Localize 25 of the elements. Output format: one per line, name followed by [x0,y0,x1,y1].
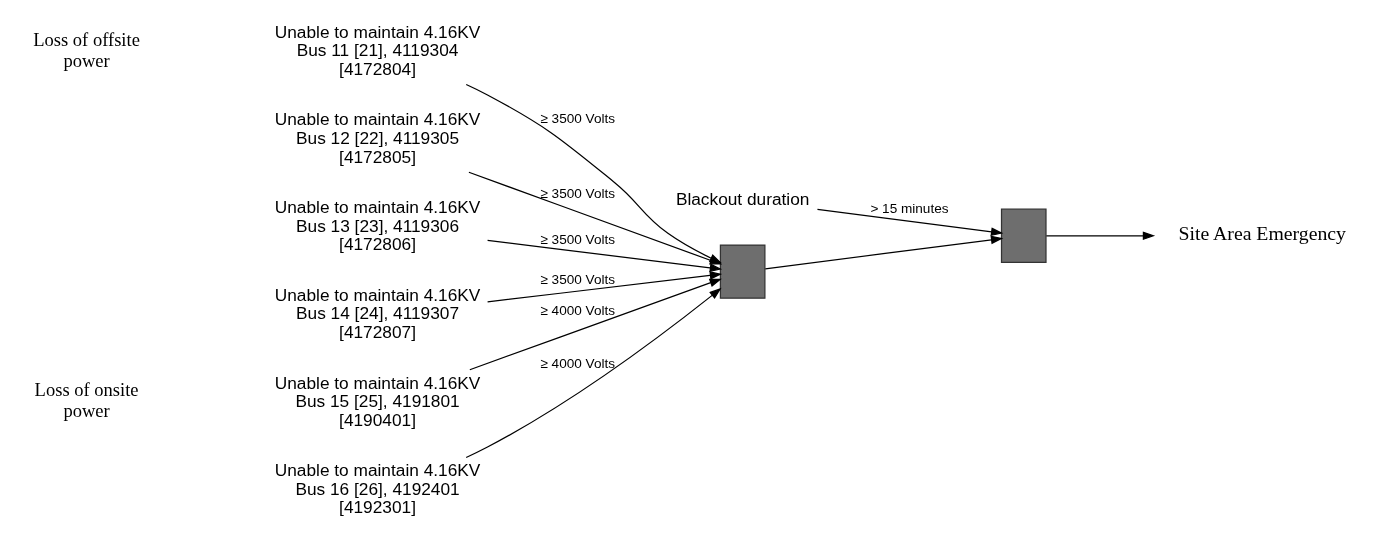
node-text: Site Area Emergency [1178,222,1346,245]
label: Loss of onsite power [34,379,139,422]
arrow [465,287,722,459]
arrow [486,271,723,303]
node-text: Unable to maintain 4.16KV Bus 16 [26], 4192401 [4192301] [274,460,481,518]
node-box [1000,208,1047,263]
node-box [719,244,766,299]
edge-label: ≥ 3500 Volts [540,271,616,287]
arrow [1045,231,1156,241]
node-text: Unable to maintain 4.16KV Bus 15 [25], 4191801 [4190401] [274,372,481,430]
arrow [469,278,722,371]
arrow [816,208,1004,237]
arrow [764,235,1004,270]
edge-label: ≥ 4000 Volts [540,355,616,371]
edge-label: ≥ 4000 Volts [540,302,616,318]
node-text: Blackout duration [675,188,810,209]
edge-label: ≥ 3500 Volts [540,232,616,248]
node-text: Unable to maintain 4.16KV Bus 11 [21], 4119304 [4172804] [274,21,481,79]
edge-label: ≥ 3500 Volts [540,111,616,127]
edge-label: > 15 minutes [870,201,949,217]
label: Loss of offsite power [33,28,140,71]
edge-label: ≥ 3500 Volts [540,186,616,202]
node-text: Unable to maintain 4.16KV Bus 14 [24], 4119307 [4172807] [274,284,481,342]
node-text: Unable to maintain 4.16KV Bus 12 [22], 4119305 [4172805] [274,109,481,167]
node-text: Unable to maintain 4.16KV Bus 13 [23], 4119306 [4172806] [274,197,481,255]
